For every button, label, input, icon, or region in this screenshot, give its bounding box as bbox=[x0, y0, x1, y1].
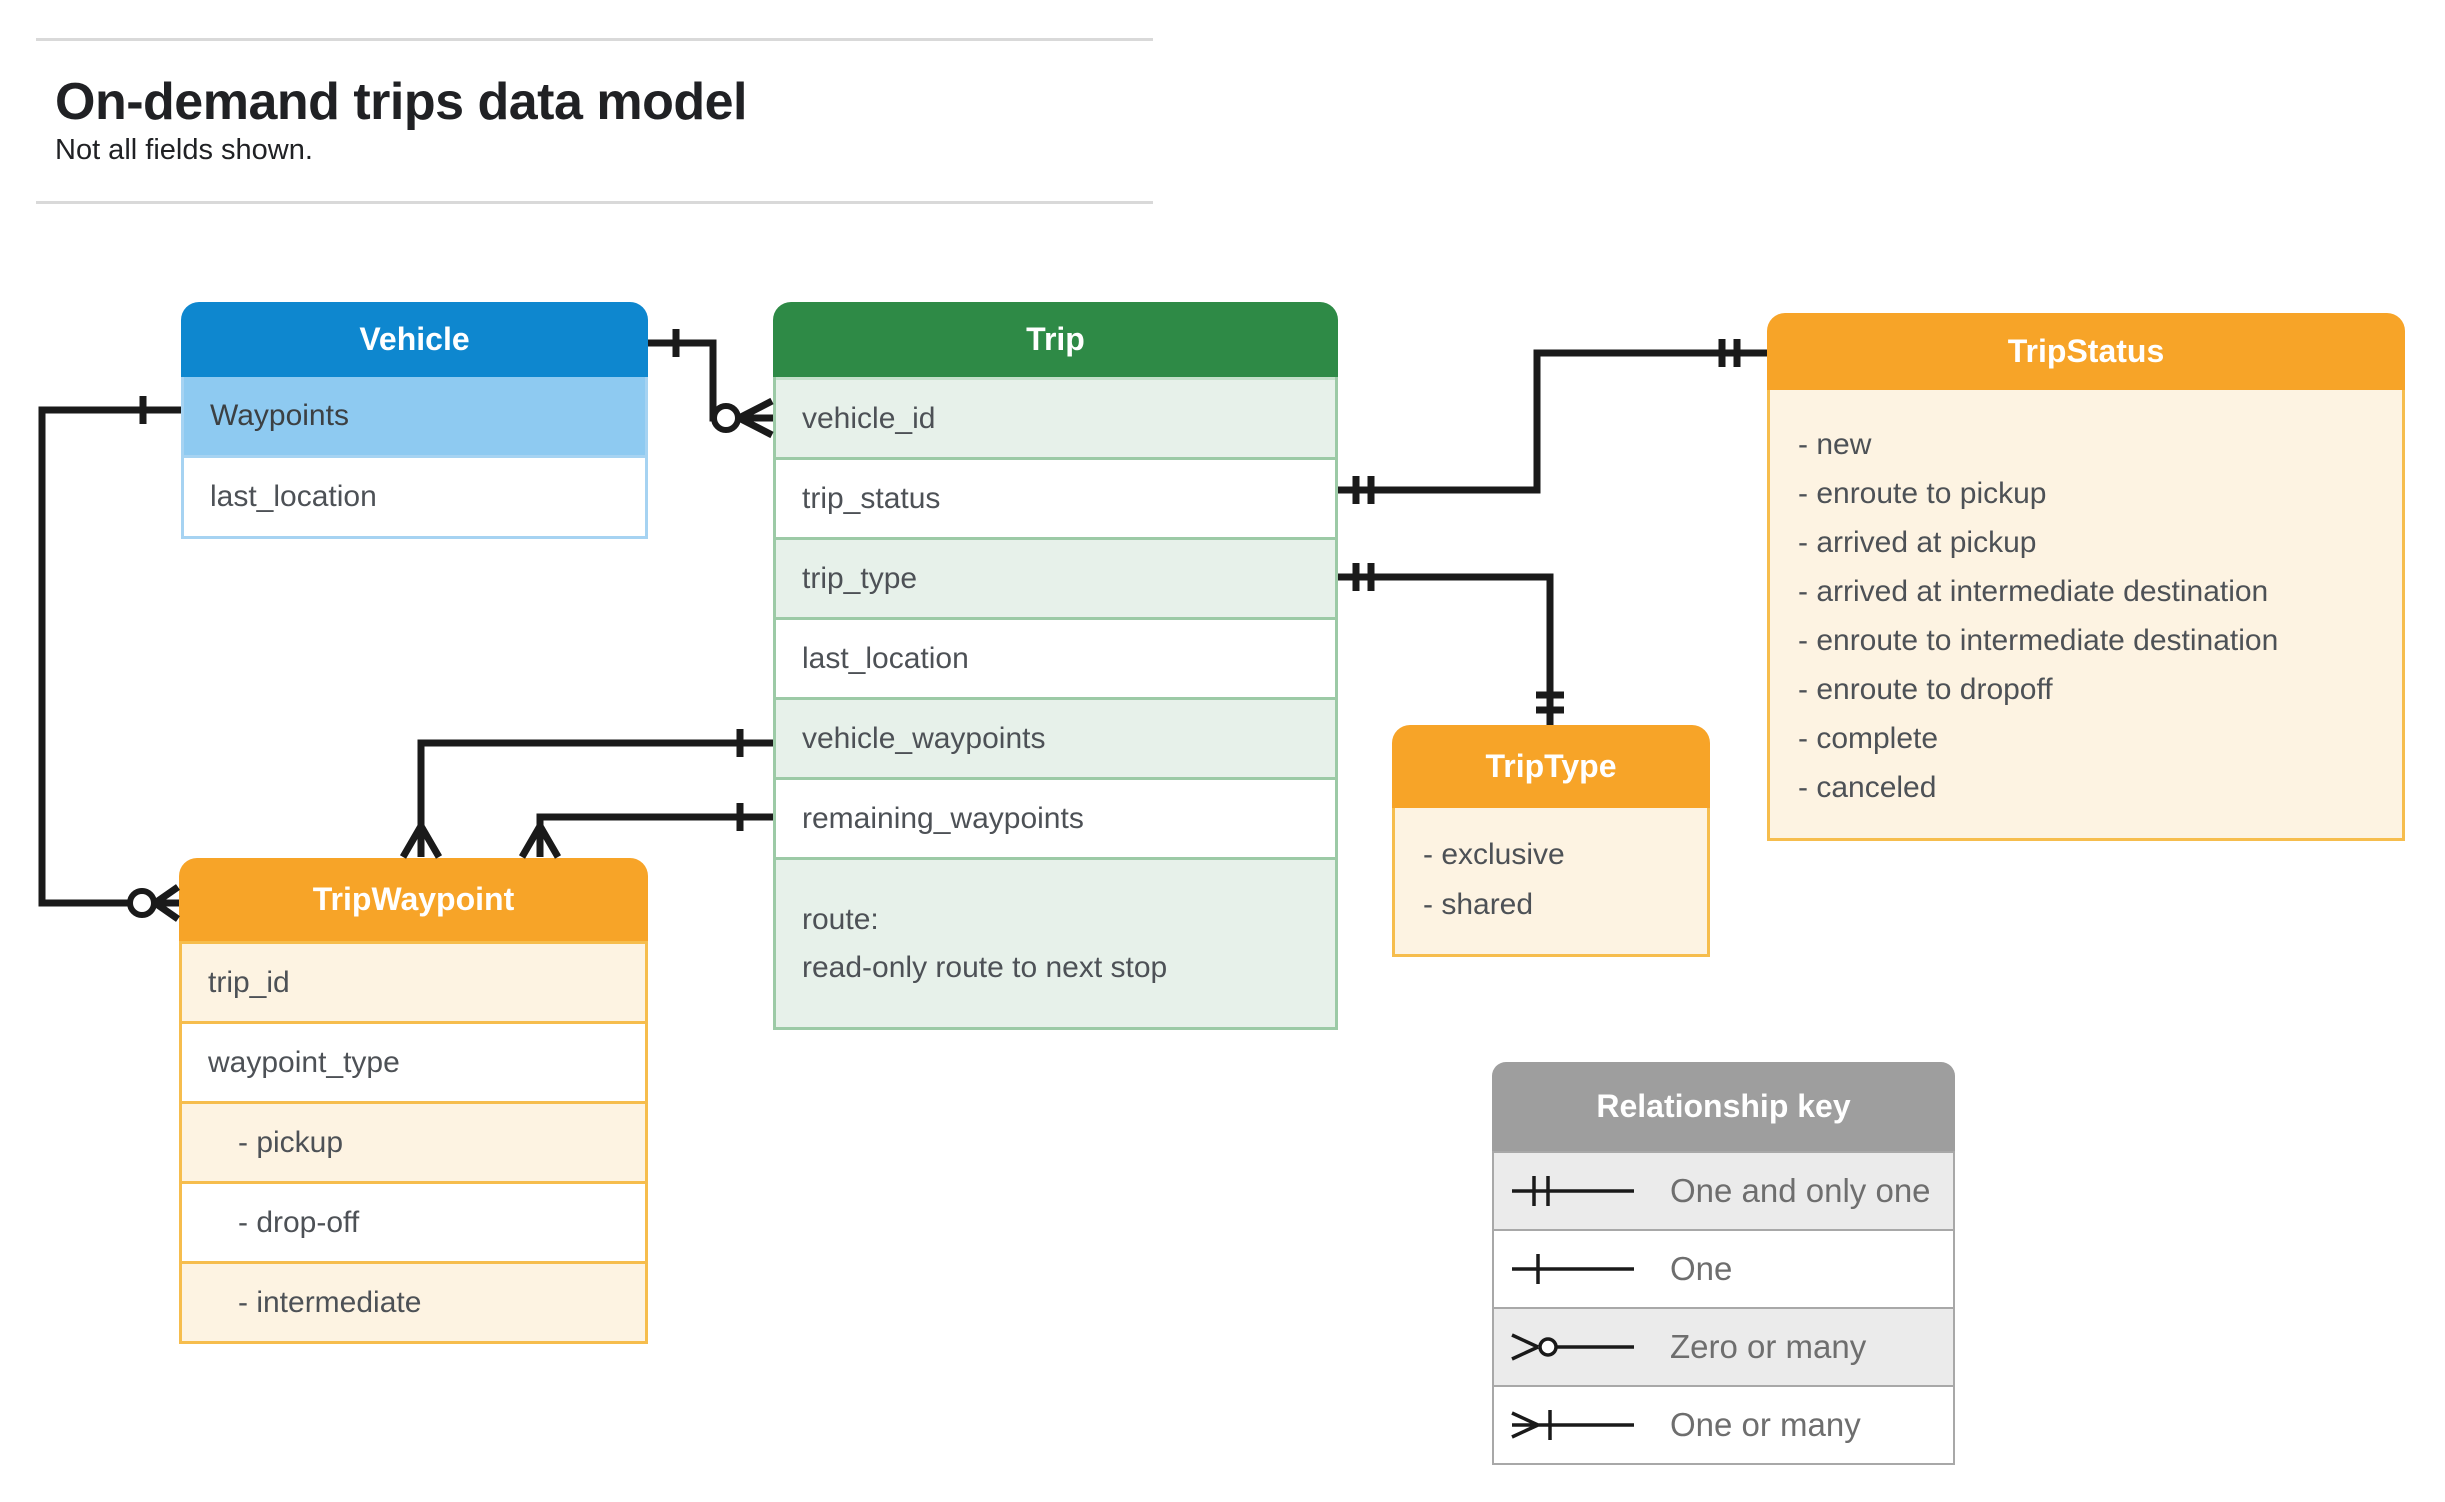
tripwaypoint-row-trip-id: trip_id bbox=[182, 941, 645, 1021]
tripstatus-item-enroute-to-dropoff: - enroute to dropoff bbox=[1798, 673, 2053, 706]
trip-row-route: route: read-only route to next stop bbox=[776, 857, 1335, 1027]
legend-header: Relationship key bbox=[1492, 1062, 1955, 1151]
trip-row-vehicle-waypoints: vehicle_waypoints bbox=[776, 697, 1335, 777]
legend-label: One and only one bbox=[1670, 1172, 1931, 1209]
legend-label: One bbox=[1670, 1250, 1733, 1287]
tripwaypoint-row-pickup: - pickup bbox=[182, 1101, 645, 1181]
trip-table: Trip vehicle_id trip_status trip_type la… bbox=[773, 302, 1338, 1030]
legend-label: One or many bbox=[1670, 1406, 1861, 1443]
page-subtitle: Not all fields shown. bbox=[55, 134, 313, 166]
tripstatus-item-enroute-to-intermediate-destination: - enroute to intermediate destination bbox=[1798, 624, 2279, 657]
tripstatus-item-enroute-to-pickup: - enroute to pickup bbox=[1798, 477, 2047, 510]
vehicle-table: Vehicle Waypoints last_location bbox=[181, 302, 648, 539]
triptype-table: TripType - exclusive - shared bbox=[1392, 725, 1710, 957]
trip-table-header: Trip bbox=[773, 302, 1338, 377]
tripstatus-item-complete: - complete bbox=[1798, 722, 1939, 755]
trip-row-vehicle-id: vehicle_id bbox=[776, 377, 1335, 457]
trip-row-trip-type: trip_type bbox=[776, 537, 1335, 617]
tripwaypoint-row-waypoint-type: waypoint_type bbox=[182, 1021, 645, 1101]
tripstatus-table: TripStatus - new - enroute to pickup - a… bbox=[1767, 313, 2405, 841]
trip-tripstatus-connector bbox=[1338, 339, 1767, 504]
one-symbol bbox=[1512, 1254, 1634, 1284]
zero-or-many-symbol bbox=[1511, 1333, 1634, 1361]
top-divider bbox=[36, 38, 1153, 41]
legend-row-zero-or-many: Zero or many bbox=[1494, 1307, 1953, 1385]
legend-label: Zero or many bbox=[1670, 1328, 1867, 1365]
one-or-many-symbol bbox=[1511, 1410, 1634, 1440]
trip-route-label: route: bbox=[802, 902, 879, 936]
tripstatus-table-header: TripStatus bbox=[1767, 313, 2405, 390]
vehicle-row-waypoints: Waypoints bbox=[184, 377, 645, 455]
relationship-key-legend: Relationship key One and only one One bbox=[1492, 1062, 1955, 1465]
page-title: On-demand trips data model bbox=[55, 73, 747, 131]
vehicle-trip-connector bbox=[648, 329, 774, 439]
legend-row-one: One bbox=[1494, 1229, 1953, 1307]
tripstatus-item-arrived-at-pickup: - arrived at pickup bbox=[1798, 526, 2037, 559]
trip-row-remaining-waypoints: remaining_waypoints bbox=[776, 777, 1335, 857]
tripwaypoint-table-header: TripWaypoint bbox=[179, 858, 648, 941]
tripwaypoint-table: TripWaypoint trip_id waypoint_type - pic… bbox=[179, 858, 648, 1344]
legend-row-one-or-many: One or many bbox=[1494, 1385, 1953, 1463]
trip-vehicle-waypoints-connector bbox=[399, 729, 773, 859]
triptype-item-shared: - shared bbox=[1423, 888, 1534, 921]
tripstatus-item-new: - new bbox=[1798, 428, 1872, 461]
header-divider bbox=[36, 201, 1153, 204]
trip-row-last-location: last_location bbox=[776, 617, 1335, 697]
tripstatus-item-canceled: - canceled bbox=[1798, 771, 1937, 804]
trip-route-description: read-only route to next stop bbox=[802, 950, 1168, 984]
tripwaypoint-row-intermediate: - intermediate bbox=[182, 1261, 645, 1341]
tripwaypoint-row-drop-off: - drop-off bbox=[182, 1181, 645, 1261]
trip-remaining-waypoints-connector bbox=[518, 803, 773, 859]
triptype-item-exclusive: - exclusive bbox=[1423, 838, 1565, 871]
vehicle-table-header: Vehicle bbox=[181, 302, 648, 377]
trip-triptype-connector bbox=[1338, 563, 1564, 725]
triptype-table-header: TripType bbox=[1392, 725, 1710, 808]
tripstatus-item-arrived-at-intermediate-destination: - arrived at intermediate destination bbox=[1798, 575, 2269, 608]
vehicle-row-last-location: last_location bbox=[184, 455, 645, 536]
legend-row-one-and-only-one: One and only one bbox=[1494, 1151, 1953, 1229]
trip-row-trip-status: trip_status bbox=[776, 457, 1335, 537]
one-and-only-one-symbol bbox=[1512, 1176, 1634, 1206]
vehicle-tripwaypoint-connector bbox=[38, 396, 181, 922]
